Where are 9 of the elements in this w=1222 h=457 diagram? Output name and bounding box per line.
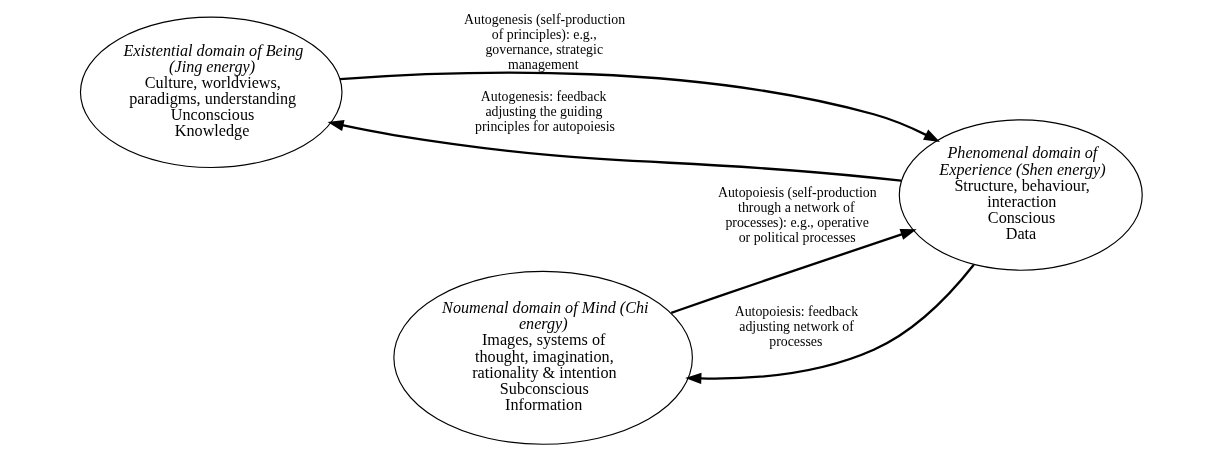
arrow (339, 71, 940, 143)
node-ellipse: Noumenal domain of Mind (Chi energy) Images, systems of thought, imagination, rationality & intention Subconscious Information (392, 270, 693, 445)
edge-label: Autopoiesis (self-production through a network of processes): e.g., operative or political processes (717, 184, 877, 245)
arrow (327, 119, 901, 182)
edge-label: Autogenesis (self-production of principles): e.g., governance, strategic management (463, 11, 625, 72)
edge-label: Autogenesis: feedback adjusting the guiding principles for autopoiesis (474, 89, 615, 135)
edge-label: Autopoiesis: feedback adjusting network of processes (734, 303, 858, 349)
arrow (684, 264, 975, 385)
arrow (670, 229, 917, 314)
